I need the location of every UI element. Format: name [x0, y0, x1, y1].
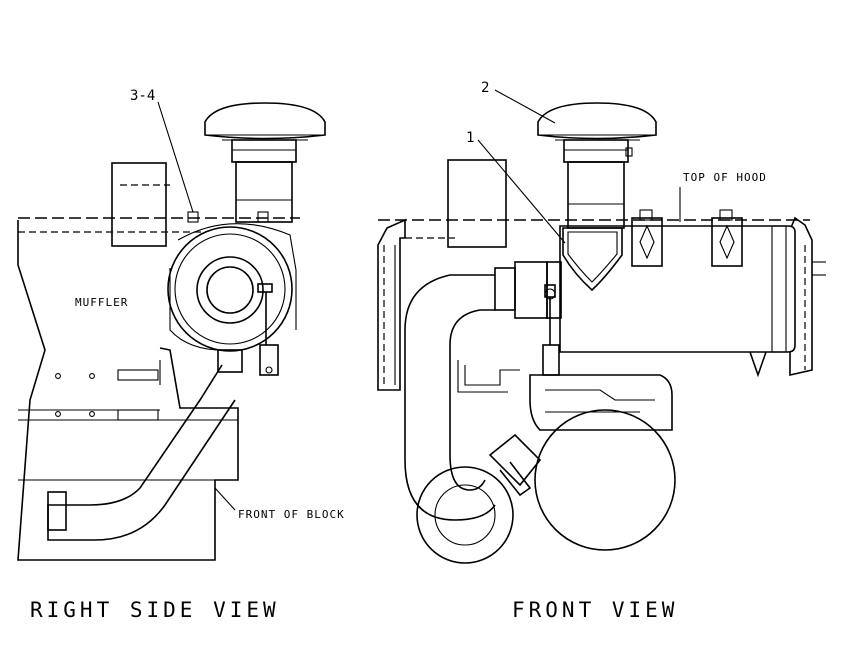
muffler-label: MUFFLER: [75, 296, 128, 309]
right-side-view: MUFFLER: [17, 88, 345, 561]
muffler-drum-side: [167, 226, 293, 352]
rain-cap-front: [537, 102, 657, 140]
top-of-hood-label: TOP OF HOOD: [683, 171, 767, 184]
front-view: 2 1 TOP OF HOOD: [377, 80, 826, 564]
stack-pipe-front: [567, 161, 625, 229]
front-of-block-label: FRONT OF BLOCK: [238, 508, 345, 521]
callout-2: 2: [481, 80, 489, 96]
engine-block-outline: [17, 220, 239, 561]
rain-cap-side: [204, 102, 326, 140]
stack-pipe-side: [235, 161, 293, 223]
muffler-outlet-side: [196, 256, 264, 324]
left-fender: [377, 218, 406, 391]
front-view-title: FRONT VIEW: [512, 598, 678, 622]
callout-3-4: 3-4: [130, 88, 155, 104]
right-side-view-title: RIGHT SIDE VIEW: [30, 598, 280, 622]
callout-1: 1: [466, 130, 474, 146]
inlet-elbow-front: [562, 227, 623, 292]
front-wheel-housing: [416, 466, 514, 564]
exhaust-pipe-side: [47, 364, 236, 541]
exhaust-pipe-front: [404, 274, 496, 521]
